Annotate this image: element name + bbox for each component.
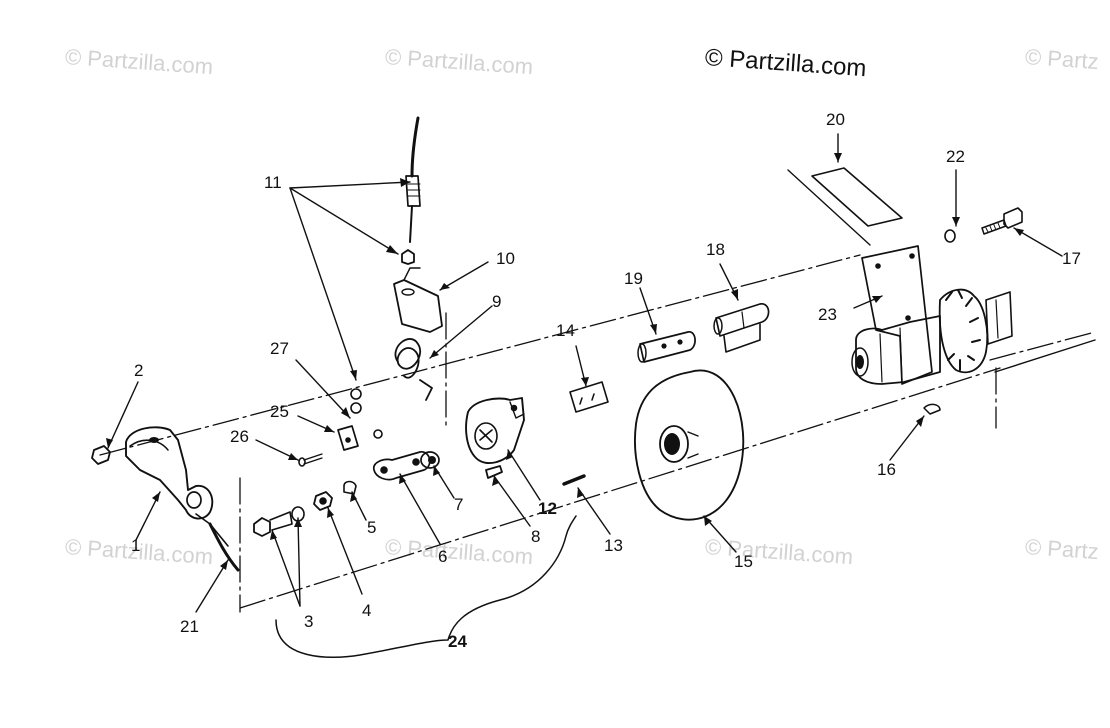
cable-11: [401, 116, 421, 265]
callout-9: 9: [492, 292, 502, 311]
callout-27: 27: [270, 339, 289, 358]
mounting-bracket: [861, 245, 933, 385]
callout-2: 2: [134, 361, 144, 380]
callout-12: 12: [538, 499, 557, 518]
callout-7: 7: [454, 495, 464, 514]
bolt-3: [253, 506, 305, 537]
sheave-disc: [634, 369, 745, 521]
callout-6: 6: [438, 547, 448, 566]
woodruff-key: [923, 403, 941, 415]
leader-lines: [107, 133, 1063, 613]
frame-lines: [787, 169, 1096, 373]
callout-26: 26: [230, 427, 249, 446]
pin-8: [485, 465, 503, 479]
callout-21: 21: [180, 617, 199, 636]
bolt-17: [981, 207, 1023, 235]
decal-plate: [811, 167, 903, 227]
callout-18: 18: [706, 240, 725, 259]
callout-15: 15: [734, 552, 753, 571]
spring-9: [394, 338, 433, 401]
bolt-26: [298, 453, 323, 467]
bushing-19: [637, 331, 696, 363]
weight-arm-12: [465, 397, 525, 464]
cable-21: [208, 522, 240, 572]
callout-3: 3: [304, 612, 314, 631]
callout-10: 10: [496, 249, 515, 268]
callout-22: 22: [946, 147, 965, 166]
center-axis-lines: [99, 254, 1096, 613]
callout-5: 5: [367, 518, 377, 537]
callout-8: 8: [531, 527, 541, 546]
washer: [944, 229, 956, 243]
nut-4: [313, 491, 333, 511]
callout-14: 14: [556, 321, 575, 340]
callout-19: 19: [624, 269, 643, 288]
assembly-brace: [275, 515, 577, 659]
callout-1: 1: [131, 536, 141, 555]
spring-pin-13: [562, 474, 586, 486]
callout-25: 25: [270, 402, 289, 421]
clevis-25: [337, 425, 359, 451]
callout-16: 16: [877, 460, 896, 479]
nut-27: [350, 388, 383, 439]
cable-bracket-10: [393, 267, 443, 333]
nut-2: [91, 445, 111, 465]
callout-4: 4: [362, 601, 372, 620]
arrowheads: [106, 153, 1024, 570]
clip-5: [343, 480, 357, 495]
callout-24: 24: [448, 632, 467, 651]
bushing-18: [713, 303, 770, 353]
callout-13: 13: [604, 536, 623, 555]
bracket-14: [569, 381, 609, 413]
hub-assembly: [851, 288, 1013, 385]
callout-23: 23: [818, 305, 837, 324]
callout-20: 20: [826, 110, 845, 129]
callout-11: 11: [264, 173, 282, 192]
link-plate-6: [373, 451, 431, 481]
callout-17: 17: [1062, 249, 1081, 268]
